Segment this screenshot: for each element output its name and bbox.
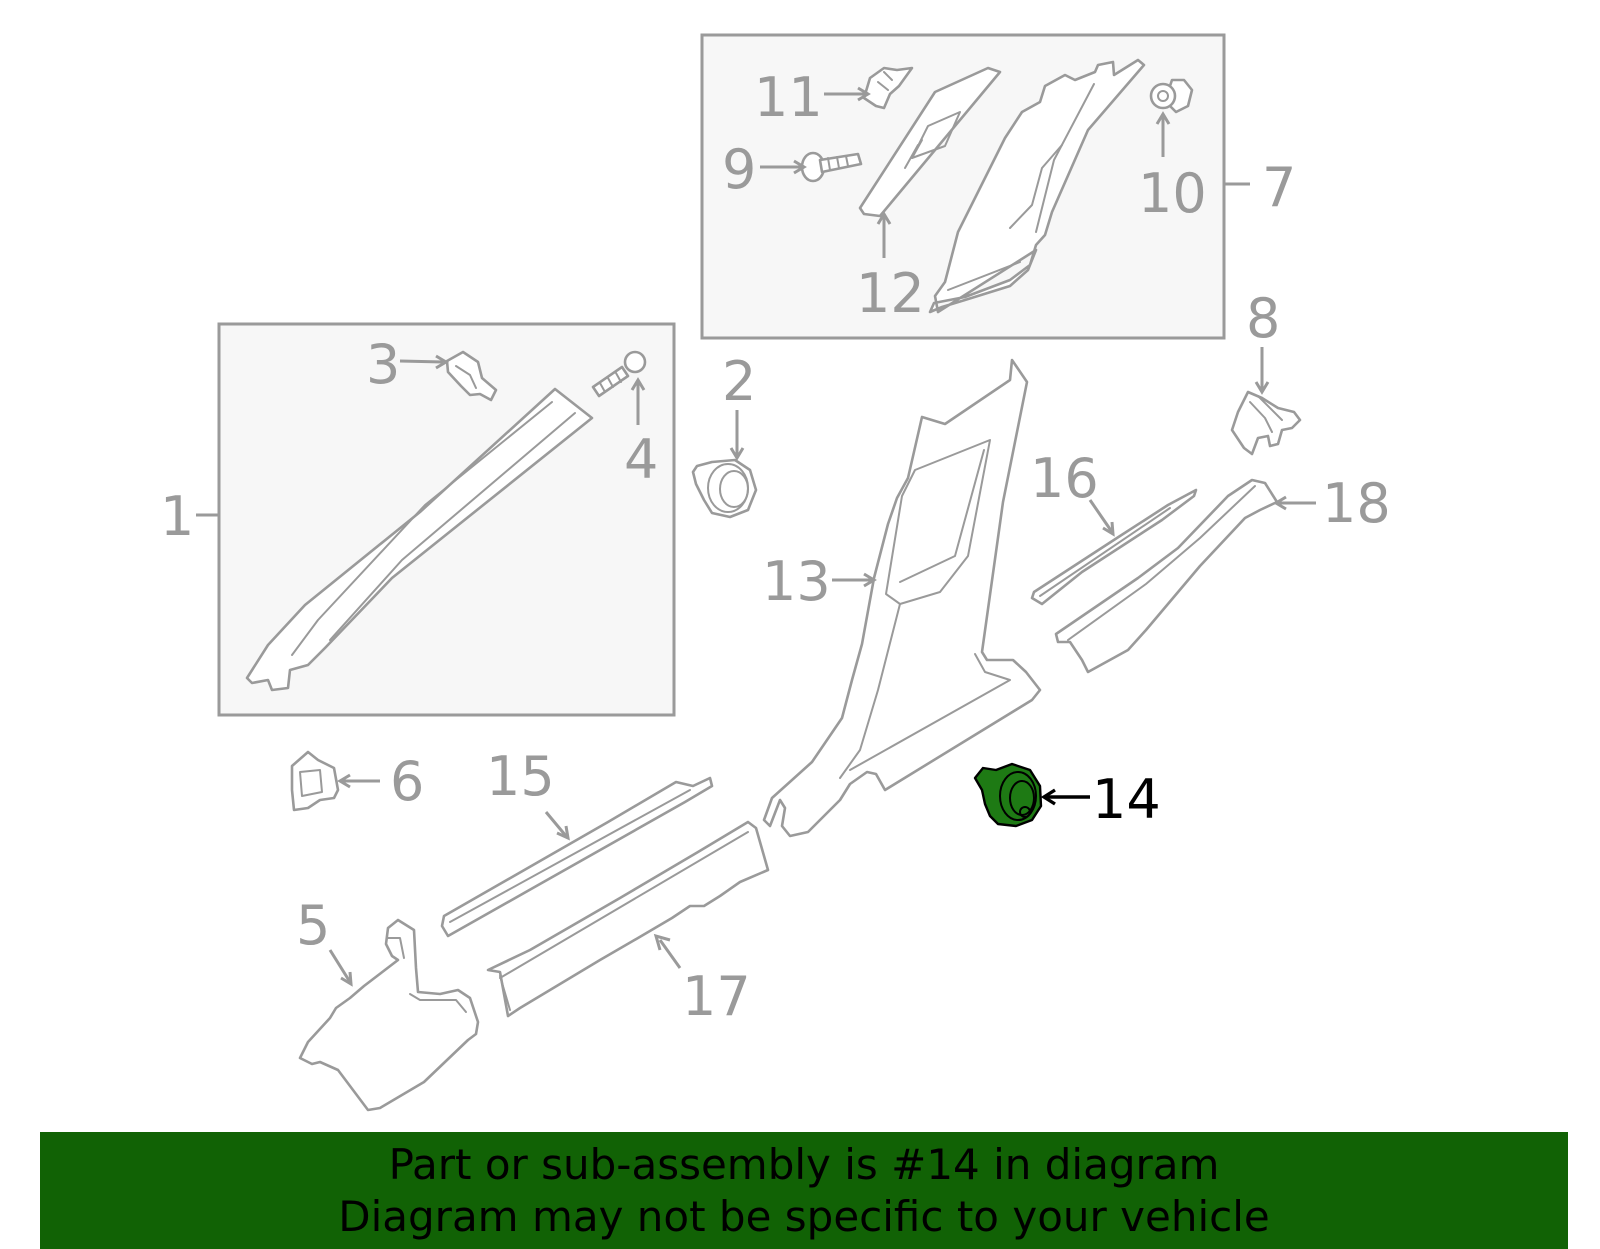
banner-line-part: Part or sub-assembly is #14 in diagram [388, 1139, 1220, 1189]
part-14-push-pin-highlighted[interactable] [973, 762, 1043, 828]
callout-10: 10 [1138, 162, 1207, 225]
info-banner: Part or sub-assembly is #14 in diagram D… [40, 1132, 1568, 1249]
leader-lines [196, 86, 1316, 987]
callout-17: 17 [682, 965, 751, 1028]
part-2-grommet[interactable] [691, 458, 758, 519]
part-8-clip[interactable] [1230, 390, 1302, 456]
callout-3: 3 [366, 333, 400, 396]
callout-4: 4 [624, 428, 658, 491]
part-12-trim-panel[interactable] [858, 66, 1002, 218]
callout-16: 16 [1030, 447, 1099, 510]
part-16-sill-cover[interactable] [1030, 488, 1198, 606]
part-13-lower-pillar-trim[interactable] [762, 358, 1042, 838]
callout-12: 12 [856, 262, 925, 325]
callout-2: 2 [722, 350, 756, 413]
part-17-sill-plate[interactable] [486, 820, 770, 1018]
callout-14: 14 [1092, 768, 1161, 831]
part-15-scuff-strip[interactable] [440, 776, 714, 938]
callout-18: 18 [1322, 472, 1391, 535]
part-5-kick-panel[interactable] [298, 918, 480, 1112]
part-18-rear-sill-trim[interactable] [1054, 478, 1279, 674]
callout-6: 6 [390, 750, 424, 813]
callout-9: 9 [722, 138, 756, 201]
callout-13: 13 [762, 550, 831, 613]
callout-7: 7 [1262, 156, 1296, 219]
callout-8: 8 [1246, 287, 1280, 350]
part-7-upper-pillar-trim[interactable] [928, 58, 1146, 314]
part-9-screw[interactable] [800, 151, 863, 183]
part-6-clip[interactable] [290, 750, 340, 812]
callout-1: 1 [160, 485, 194, 548]
callout-5: 5 [296, 894, 330, 957]
callout-15: 15 [486, 745, 555, 808]
part-10-nut[interactable] [1149, 78, 1194, 114]
part-11-clip[interactable] [862, 66, 914, 110]
part-3-clip[interactable] [445, 350, 498, 402]
callout-11: 11 [754, 66, 823, 129]
part-1-pillar-trim[interactable] [245, 387, 594, 692]
banner-line-disclaimer: Diagram may not be specific to your vehi… [338, 1191, 1270, 1241]
part-4-screw[interactable] [591, 350, 647, 398]
